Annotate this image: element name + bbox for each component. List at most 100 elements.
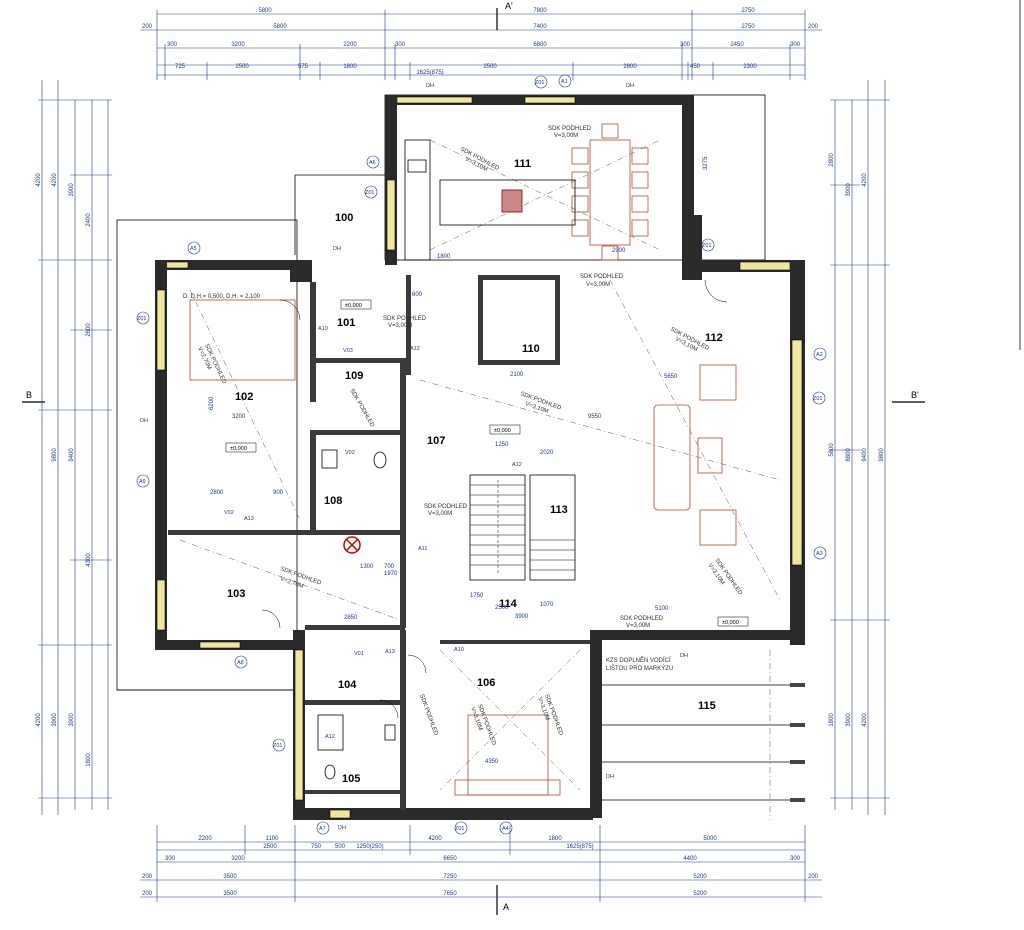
dim-top-4h: 2300 (743, 64, 757, 70)
room-100: 100 (335, 212, 353, 224)
room-105: 105 (342, 773, 360, 785)
svg-text:7250: 7250 (443, 874, 457, 880)
svg-text:8800: 8800 (846, 448, 852, 462)
svg-text:1970: 1970 (384, 571, 398, 577)
dim-top-1c: 2750 (741, 8, 755, 14)
svg-text:DH: DH (626, 83, 634, 89)
svg-text:A8: A8 (237, 660, 244, 666)
svg-text:SDK PODHLED: SDK PODHLED (383, 316, 427, 322)
dim-top-2d: 2750 (741, 24, 755, 30)
terrace-115 (602, 650, 805, 820)
dim-top-2b: 5800 (273, 24, 287, 30)
staircase (469, 474, 576, 581)
svg-text:A1: A1 (561, 79, 568, 85)
dh-note: D. D.H.= 0,500, D.H. = 2,100 (183, 294, 261, 300)
svg-text:4200: 4200 (36, 173, 42, 187)
svg-text:700: 700 (384, 564, 395, 570)
svg-text:3900: 3900 (52, 713, 58, 727)
dim-top-4b: 2500 (235, 64, 249, 70)
svg-text:3900: 3900 (846, 183, 852, 197)
svg-text:B': B' (911, 390, 919, 400)
svg-text:Z01: Z01 (273, 743, 282, 749)
svg-text:A4: A4 (502, 826, 509, 832)
svg-text:±0,000: ±0,000 (230, 446, 247, 452)
svg-text:Z01: Z01 (535, 80, 544, 86)
svg-text:DH: DH (338, 825, 346, 831)
svg-text:200: 200 (142, 874, 153, 880)
svg-text:A13: A13 (244, 516, 254, 522)
door-swings (261, 279, 728, 719)
svg-text:3500: 3500 (223, 874, 237, 880)
svg-text:2800: 2800 (210, 490, 224, 496)
room-102: 102 (235, 391, 253, 403)
svg-text:Z01: Z01 (702, 243, 711, 249)
section-marker-a-bottom: A (496, 885, 509, 915)
level-marks: ±0,000 ±0,000 ±0,000 ±0,000 (225, 299, 749, 627)
dim-top-3c: 2200 (343, 42, 357, 48)
svg-text:3900: 3900 (69, 183, 75, 197)
svg-text:SDK PODHLED: SDK PODHLED (348, 388, 375, 429)
room-115: 115 (698, 700, 716, 712)
left-dimension-chains: 4200 4200 4200 9800 3900 3900 9400 3900 … (36, 80, 112, 815)
svg-text:3200: 3200 (232, 414, 246, 420)
svg-text:1800: 1800 (548, 836, 562, 842)
svg-text:A3: A3 (816, 551, 823, 557)
svg-text:V02: V02 (224, 510, 234, 516)
svg-text:200: 200 (808, 874, 819, 880)
svg-text:±0,000: ±0,000 (345, 303, 362, 309)
svg-text:Z01: Z01 (455, 826, 464, 832)
svg-text:5200: 5200 (693, 874, 707, 880)
svg-text:SDK PODHLED: SDK PODHLED (620, 616, 664, 622)
svg-text:900: 900 (273, 490, 284, 496)
section-marker-a-top: A' (496, 1, 513, 30)
svg-text:SDK PODHLED: SDK PODHLED (548, 126, 592, 132)
svg-text:V02: V02 (345, 450, 355, 456)
exterior-walls (155, 95, 805, 820)
svg-text:1070: 1070 (540, 602, 554, 608)
dim-top-3h: 300 (790, 42, 801, 48)
section-marker-b-left: B (22, 390, 45, 403)
svg-text:750: 750 (311, 844, 322, 850)
kzs-note-line2: LIŠTOU PRO MARKÝZU (606, 665, 673, 672)
ceiling-diagonals (179, 139, 781, 791)
dim-top-3e: 6800 (533, 42, 547, 48)
dim-top-3f: 300 (680, 42, 691, 48)
room-107: 107 (427, 435, 445, 447)
svg-text:1800: 1800 (437, 254, 451, 260)
svg-text:1250(250): 1250(250) (356, 844, 383, 850)
svg-text:V03: V03 (343, 348, 353, 354)
svg-text:Z01: Z01 (137, 316, 146, 322)
svg-text:4200: 4200 (36, 713, 42, 727)
svg-text:DH: DH (333, 246, 341, 252)
svg-text:A12: A12 (325, 734, 335, 740)
svg-text:A10: A10 (318, 326, 328, 332)
dim-top-3a: 300 (167, 42, 178, 48)
kitchen-island (439, 179, 576, 226)
svg-text:DH: DH (680, 653, 688, 659)
svg-text:7650: 7650 (443, 891, 457, 897)
room-106: 106 (477, 677, 495, 689)
bathroom-fixtures (317, 449, 396, 780)
svg-text:A': A' (505, 1, 513, 11)
svg-text:V=3,00M: V=3,00M (586, 282, 610, 288)
svg-text:500: 500 (335, 844, 346, 850)
svg-text:4200: 4200 (862, 713, 868, 727)
svg-text:9550: 9550 (588, 414, 602, 420)
dim-top-4f: 2800 (623, 64, 637, 70)
svg-text:2100: 2100 (510, 372, 524, 378)
svg-text:DH: DH (140, 418, 148, 424)
svg-text:A10: A10 (454, 647, 464, 653)
svg-text:2200: 2200 (198, 836, 212, 842)
svg-text:2500: 2500 (263, 844, 277, 850)
svg-text:5800: 5800 (829, 443, 835, 457)
svg-text:SDK PODHLED: SDK PODHLED (424, 504, 468, 510)
svg-text:300: 300 (790, 856, 801, 862)
dim-top-1b: 7800 (533, 8, 547, 14)
svg-text:3900: 3900 (846, 713, 852, 727)
svg-text:1100: 1100 (266, 836, 280, 842)
svg-text:9800: 9800 (879, 448, 885, 462)
svg-text:1300: 1300 (360, 564, 374, 570)
svg-text:2500: 2500 (495, 605, 509, 611)
room-103: 103 (227, 588, 245, 600)
bedroom-bed (454, 714, 561, 796)
